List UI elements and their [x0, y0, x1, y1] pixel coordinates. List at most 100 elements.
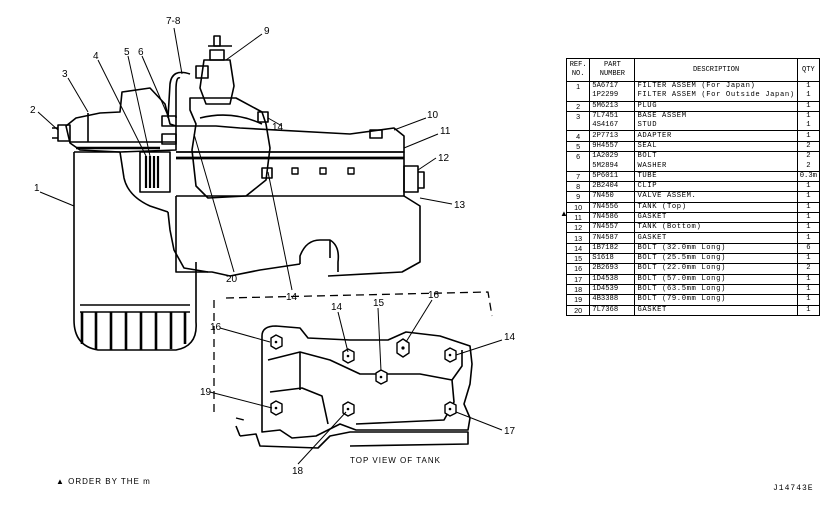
callout-4: 4 — [93, 51, 99, 62]
callout-2: 2 — [30, 105, 36, 116]
ref-cell — [565, 121, 591, 132]
callout-5: 5 — [124, 47, 130, 58]
qty-cell: 1 — [796, 284, 821, 296]
qty-cell: 2 — [796, 161, 821, 172]
callout-3: 3 — [62, 69, 68, 80]
part-number-cell: 1P2299 — [589, 91, 636, 102]
leader-lines — [37, 27, 503, 465]
description-cell: BOLT (63.5mm Long) — [634, 284, 798, 296]
qty-cell: 6 — [796, 243, 821, 255]
description-cell: BOLT (22.0mm Long) — [634, 263, 798, 275]
qty-cell: 1 — [796, 130, 821, 142]
description-cell: WASHER — [634, 161, 798, 172]
description-cell: FILTER ASSEM (For Japan) — [634, 81, 798, 92]
part-number-cell: S1618 — [589, 253, 636, 265]
description-cell: BOLT (32.0mm Long) — [634, 243, 798, 255]
header-qty: QTY — [796, 58, 821, 82]
ref-cell: 13 — [565, 232, 591, 244]
filter-canister — [73, 151, 197, 351]
qty-cell: 1 — [796, 305, 821, 316]
part-number-cell: 2P7713 — [589, 130, 636, 142]
ref-cell: 8 — [565, 181, 591, 193]
ref-cell: 10 — [565, 202, 591, 213]
description-cell: GASKET — [634, 305, 798, 316]
description-cell: PLUG — [634, 101, 798, 112]
qty-cell: 2 — [796, 141, 821, 153]
description-cell: TUBE — [634, 171, 798, 182]
description-cell: CLIP — [634, 181, 798, 193]
part-number-cell: 1A2029 — [589, 151, 636, 162]
order-note: ▲ ORDER BY THE m — [56, 477, 151, 486]
part-number-cell: 7N4557 — [589, 222, 636, 234]
description-cell: SEAL — [634, 141, 798, 153]
description-cell: ADAPTER — [634, 130, 798, 142]
description-cell: BOLT — [634, 151, 798, 162]
qty-cell: 1 — [796, 212, 821, 224]
description-cell: GASKET — [634, 212, 798, 224]
callout-6: 6 — [138, 47, 144, 58]
qty-cell: 1 — [796, 294, 821, 306]
ref-cell: 4 — [565, 130, 591, 142]
part-number-cell: 5M2894 — [589, 161, 636, 172]
callout-9: 9 — [264, 26, 270, 37]
callout-14-top-view: 14 — [331, 302, 343, 313]
ref-cell: 11 — [565, 212, 591, 224]
order-marker-symbol: ▲ — [560, 209, 568, 218]
callout-19: 19 — [200, 387, 212, 398]
valve-assembly — [167, 35, 273, 199]
callout-17: 17 — [504, 426, 516, 437]
description-cell: BOLT (57.0mm Long) — [634, 274, 798, 285]
qty-cell: 1 — [796, 202, 821, 213]
part-number-cell: 7N4556 — [589, 202, 636, 213]
qty-cell: 1 — [796, 111, 821, 122]
ref-cell: 2 — [565, 101, 591, 112]
part-number-cell: 4S4167 — [589, 121, 636, 132]
part-number-cell: 5P6011 — [589, 171, 636, 182]
part-number-cell: 7N4586 — [589, 212, 636, 224]
part-number-cell: 4B3388 — [589, 294, 636, 306]
callout-12: 12 — [438, 153, 450, 164]
description-cell: GASKET — [634, 232, 798, 244]
callout-18: 18 — [292, 466, 304, 477]
ref-cell: 17 — [565, 274, 591, 285]
qty-cell: 2 — [796, 151, 821, 162]
callout-15: 15 — [373, 298, 385, 309]
ref-cell: 6 — [565, 151, 591, 162]
qty-cell: 1 — [796, 222, 821, 234]
description-cell: BASE ASSEM — [634, 111, 798, 122]
callout-14-side-lower: 14 — [286, 292, 298, 303]
description-cell: VALVE ASSEM. — [634, 191, 798, 203]
ref-cell: 20 — [565, 305, 591, 316]
ref-cell: 1 — [565, 81, 591, 92]
header-ref-no: REF. NO. — [565, 58, 591, 82]
part-number-cell: 2B2693 — [589, 263, 636, 275]
description-cell: FILTER ASSEM (For Outside Japan) — [634, 91, 798, 102]
adapter-seal — [139, 115, 177, 193]
callout-13: 13 — [454, 200, 466, 211]
ref-cell: 7 — [565, 171, 591, 182]
order-note-text: ORDER BY THE m — [68, 477, 151, 486]
qty-cell: 1 — [796, 253, 821, 265]
callout-16-left: 16 — [210, 322, 222, 333]
qty-cell: 1 — [796, 232, 821, 244]
ref-cell: 14 — [565, 243, 591, 255]
part-number-cell: 9H4557 — [589, 141, 636, 153]
callout-10: 10 — [427, 110, 439, 121]
description-cell: STUD — [634, 121, 798, 132]
ref-cell — [565, 91, 591, 102]
